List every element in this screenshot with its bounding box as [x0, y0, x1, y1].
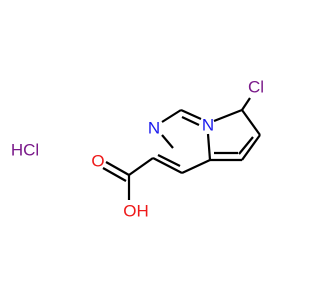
bond-c2-n-bridge-inner — [181, 116, 200, 126]
chlorine-atom-label: Cl — [248, 78, 264, 97]
bond-carboxyl-c-o-double-a — [105, 161, 130, 176]
bond-c7-cl — [241, 97, 251, 111]
bridge-nitrogen-label: N — [202, 116, 214, 135]
bond-carboxyl-c-o-double-b — [102, 167, 127, 182]
bond-c7-c6 — [241, 109, 261, 136]
carbonyl-oxygen-label: O — [91, 152, 104, 171]
bonds — [102, 97, 261, 200]
bond-n-bridge-c8a — [206, 133, 212, 161]
bond-c8a-c4 — [181, 159, 211, 174]
bond-n-bridge-c7 — [213, 108, 243, 123]
bond-c4-c3-outer — [152, 157, 183, 174]
salt-label-hcl: HCl — [11, 141, 39, 160]
bond-c6-c5-outer — [241, 134, 261, 161]
bond-c2-n-bridge-outer — [180, 108, 202, 121]
bond-c1-n-ring — [161, 134, 174, 149]
bond-c6-c5-inner — [238, 136, 254, 155]
ring-nitrogen-label: N — [148, 119, 160, 138]
chemical-structure-diagram: HCl Cl N N O OH — [11, 78, 264, 221]
hydroxyl-oxygen-label: OH — [123, 202, 149, 221]
bond-n-ring-c2 — [161, 109, 182, 123]
bond-c3-carboxyl-c — [128, 157, 154, 176]
bond-c4-c3-inner — [157, 154, 181, 167]
